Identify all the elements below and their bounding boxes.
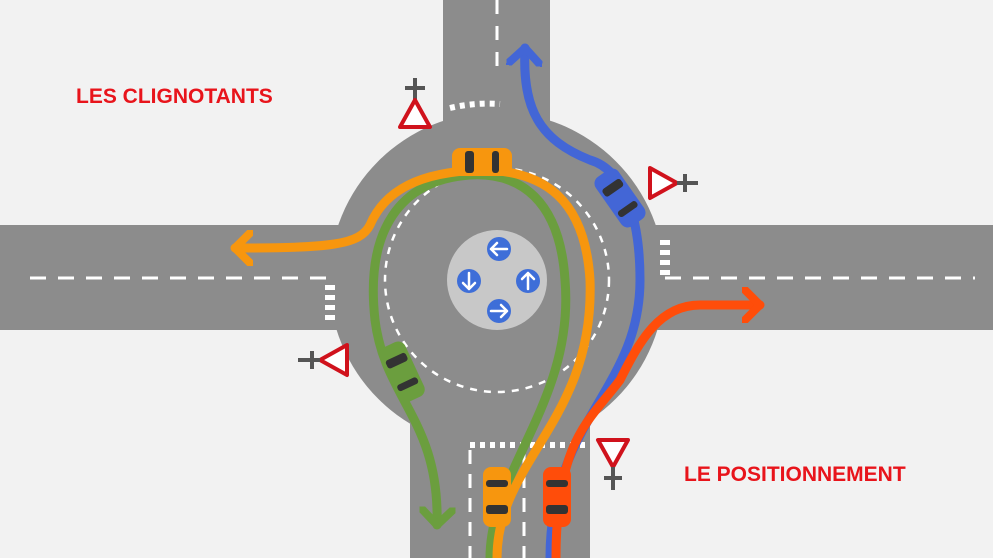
orange-path <box>230 165 595 558</box>
arrow-up-icon <box>516 269 540 293</box>
arrow-down-icon <box>457 269 481 293</box>
yield-sign <box>596 438 630 490</box>
orange-car <box>483 467 511 527</box>
yield-signs <box>298 78 698 490</box>
yield-sign <box>648 166 698 200</box>
yield-sign <box>298 343 349 377</box>
red-car <box>543 467 571 527</box>
turn-signals-heading: LES CLIGNOTANTS <box>76 85 273 108</box>
orange-car <box>452 148 512 176</box>
arrow-left-icon <box>487 237 511 261</box>
island-signs <box>457 237 540 323</box>
yield-sign <box>398 78 432 129</box>
positioning-heading: LE POSITIONNEMENT <box>684 463 906 486</box>
arrow-right-icon <box>487 299 511 323</box>
central-island <box>447 230 547 330</box>
